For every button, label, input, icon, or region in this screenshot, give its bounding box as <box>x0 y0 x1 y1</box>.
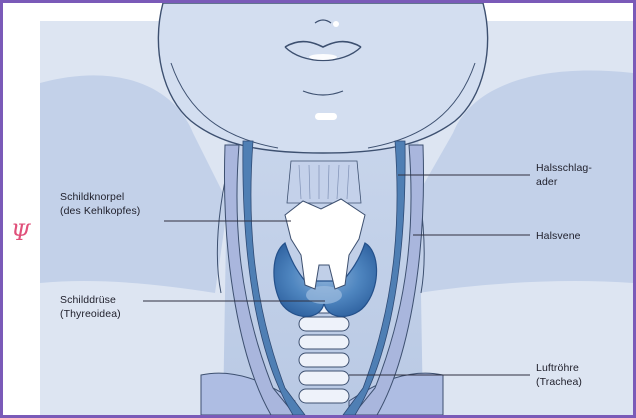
label-schilddruese: Schilddrüse (Thyreoidea) <box>60 293 121 321</box>
label-schildknorpel-line2: (des Kehlkopfes) <box>60 204 140 218</box>
label-schildknorpel-line1: Schildknorpel <box>60 190 140 204</box>
nose-highlight <box>333 21 339 27</box>
label-luftroehre-line1: Luftröhre <box>536 361 582 375</box>
hyoid-region <box>287 161 361 203</box>
label-schilddruese-line2: (Thyreoidea) <box>60 307 121 321</box>
label-luftroehre: Luftröhre (Trachea) <box>536 361 582 389</box>
chin-highlight <box>315 113 337 120</box>
label-halsschlagader-line1: Halsschlag- <box>536 161 592 175</box>
label-halsschlagader: Halsschlag- ader <box>536 161 592 189</box>
label-halsvene-line1: Halsvene <box>536 229 581 243</box>
label-halsvene: Halsvene <box>536 229 581 243</box>
label-schildknorpel: Schildknorpel (des Kehlkopfes) <box>60 190 140 218</box>
label-luftroehre-line2: (Trachea) <box>536 375 582 389</box>
handwritten-margin-mark: Ψ <box>11 223 30 245</box>
head <box>158 3 487 153</box>
label-halsschlagader-line2: ader <box>536 175 592 189</box>
label-schilddruese-line1: Schilddrüse <box>60 293 121 307</box>
lip-highlight <box>309 54 337 60</box>
